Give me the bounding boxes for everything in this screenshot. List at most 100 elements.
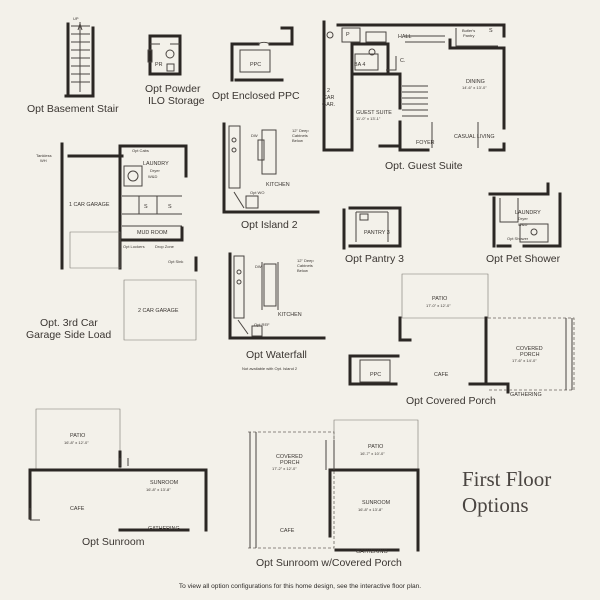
basement-stair-plan: UP — [64, 16, 95, 98]
sunroom-covered-porch-plan: PATIO 16'-7" x 10'-0" COVERED PORCH 17'-… — [248, 419, 420, 555]
tankless-wh-label-1: Tankless — [36, 153, 52, 158]
cp-patio-label: PATIO — [432, 296, 447, 302]
garage-washer-label: W&D — [148, 174, 157, 179]
garage-plan: Tankless WH Opt Cabs LAUNDRY Dryer W&D 1… — [36, 142, 198, 341]
pantry3-room-label: PANTRY 3 — [364, 230, 390, 236]
sheet-title-line1: First Floor — [462, 467, 551, 491]
waterfall-caption: Opt Waterfall — [246, 349, 307, 361]
scp-porch-label: PORCH — [280, 460, 300, 466]
waterfall-cabinets-note-2: Cabinets — [297, 263, 313, 268]
scp-covered-porch-dim: 17'-2" x 12'-0" — [272, 466, 297, 471]
one-car-garage-label: 1 CAR GARAGE — [69, 202, 110, 208]
tankless-wh-label-2: WH — [40, 158, 47, 163]
hall-label: HALL — [398, 34, 412, 40]
scp-sunroom-label: SUNROOM — [362, 500, 391, 506]
closet-c-label: C. — [400, 58, 405, 64]
garage-caption-line2: Garage Side Load — [26, 329, 111, 341]
sunroom-gathering-label: GATHERING — [148, 526, 180, 532]
cp-ppc-label: PPC — [370, 372, 381, 378]
waterfall-cabinets-note-1: 12" Deep — [297, 258, 314, 263]
powder-caption-line1: Opt Powder — [145, 83, 201, 95]
scp-sunroom-dim: 16'-8" x 13'-8" — [358, 507, 383, 512]
butlers-pantry-label-2: Pantry — [463, 33, 475, 38]
sunroom-dim: 16'-8" x 13'-8" — [146, 487, 171, 492]
basement-stair-caption: Opt Basement Stair — [27, 103, 119, 115]
sunroom-patio-dim: 16'-8" x 12'-0" — [64, 440, 89, 445]
opt-cabs-label: Opt Cabs — [132, 148, 149, 153]
enclosed-ppc-caption: Opt Enclosed PPC — [212, 90, 300, 102]
powder-room-label: PR — [155, 62, 163, 68]
car-garage-label-3: GAR. — [322, 102, 335, 108]
garage-caption-line1: Opt. 3rd Car — [40, 317, 98, 329]
drop-zone-label: Drop Zone — [155, 244, 175, 249]
powder-plan: PR — [147, 34, 182, 76]
powder-caption-line2: ILO Storage — [148, 95, 205, 107]
pet-shower-plan: LAUNDRY Dryer W&D Opt Shower — [488, 182, 562, 248]
two-car-garage-label: 2 CAR GARAGE — [138, 308, 179, 314]
ppc-room-label: PPC — [250, 62, 261, 68]
car-garage-label-2: CAR — [323, 95, 334, 101]
island2-cabinets-note-1: 12" Deep — [292, 128, 309, 133]
island2-cabinets-note-2: Cabinets — [292, 133, 308, 138]
cp-cafe-label: CAFE — [434, 372, 449, 378]
opt-shower-label: Opt Shower — [507, 236, 529, 241]
covered-porch-caption: Opt Covered Porch — [406, 395, 496, 407]
stair-up-label: UP — [73, 16, 79, 21]
waterfall-kitchen-label: KITCHEN — [278, 312, 302, 318]
interactive-plan-footnote: To view all option configurations for th… — [179, 583, 421, 590]
foyer-label: FOYER — [416, 140, 435, 146]
sunroom-plan: PATIO 16'-8" x 12'-0" SUNROOM 16'-8" x 1… — [28, 408, 208, 532]
sunroom-covered-porch-caption: Opt Sunroom w/Covered Porch — [256, 557, 402, 569]
casual-living-label: CASUAL LIVING — [454, 134, 495, 140]
mud-room-label: MUD ROOM — [137, 230, 168, 236]
island2-dw-label: DW — [251, 133, 258, 138]
guest-suite-plan: P HALL Butler's Pantry S BA 4 C. 2 CAR G… — [322, 20, 506, 152]
waterfall-opt-ref-label: Opt REF — [254, 322, 270, 327]
pet-shower-caption: Opt Pet Shower — [486, 253, 561, 265]
island2-cabinets-note-3: Below — [292, 138, 303, 143]
guest-suite-dim: 11'-0" x 13'-1" — [356, 116, 381, 121]
pantry3-plan: PANTRY 3 — [342, 206, 402, 250]
cp-gathering-label: GATHERING — [510, 392, 542, 398]
cp-covered-porch-dim: 17'-6" x 14'-0" — [512, 358, 537, 363]
butlers-pantry-label-1: Butler's — [462, 28, 475, 33]
shelf-s-label: S — [489, 28, 493, 34]
waterfall-plan: DW 12" Deep Cabinets Below KITCHEN Opt R… — [228, 252, 326, 340]
sheet-title-line2: Options — [462, 493, 529, 517]
garage-s2-label: S — [168, 204, 172, 210]
guest-suite-label: GUEST SUITE — [356, 110, 392, 116]
dining-label: DINING — [466, 79, 485, 85]
scp-covered-label: COVERED — [276, 454, 303, 460]
dining-dim: 14'-6" x 13'-0" — [462, 85, 487, 90]
sunroom-label: SUNROOM — [150, 480, 179, 486]
waterfall-cabinets-note-3: Below — [297, 268, 308, 273]
island2-opt-wo-label: Opt WO — [250, 190, 264, 195]
waterfall-dw-label: DW — [255, 264, 262, 269]
garage-s1-label: S — [144, 204, 148, 210]
covered-porch-plan: PATIO 17'-0" x 12'-0" COVERED PORCH 17'-… — [348, 273, 575, 398]
garage-dryer-label: Dryer — [150, 168, 160, 173]
pantry3-caption: Opt Pantry 3 — [345, 253, 404, 265]
scp-patio-label: PATIO — [368, 444, 383, 450]
island2-caption: Opt Island 2 — [241, 219, 298, 231]
sunroom-patio-label: PATIO — [70, 433, 85, 439]
cp-covered-label: COVERED — [516, 346, 543, 352]
pet-dryer-label: Dryer — [518, 216, 528, 221]
scp-cafe-label: CAFE — [280, 528, 295, 534]
pantry-p-label: P — [346, 32, 350, 38]
enclosed-ppc-plan: PPC — [230, 26, 294, 82]
cp-patio-dim: 17'-0" x 12'-0" — [426, 303, 451, 308]
pet-laundry-label: LAUNDRY — [515, 210, 541, 216]
pet-washer-label: W&D — [518, 222, 527, 227]
car-garage-label-1: 2 — [327, 88, 330, 94]
waterfall-availability-note: Not available with Opt. Island 2 — [242, 366, 298, 371]
island2-plan: DW 12" Deep Cabinets Below KITCHEN Opt W… — [222, 122, 320, 214]
scp-patio-dim: 16'-7" x 10'-0" — [360, 451, 385, 456]
sunroom-cafe-label: CAFE — [70, 506, 85, 512]
garage-laundry-label: LAUNDRY — [143, 161, 169, 167]
island2-kitchen-label: KITCHEN — [266, 182, 290, 188]
scp-gathering-label: GATHERING — [356, 549, 388, 555]
sunroom-caption: Opt Sunroom — [82, 536, 145, 548]
cp-porch-label: PORCH — [520, 352, 540, 358]
